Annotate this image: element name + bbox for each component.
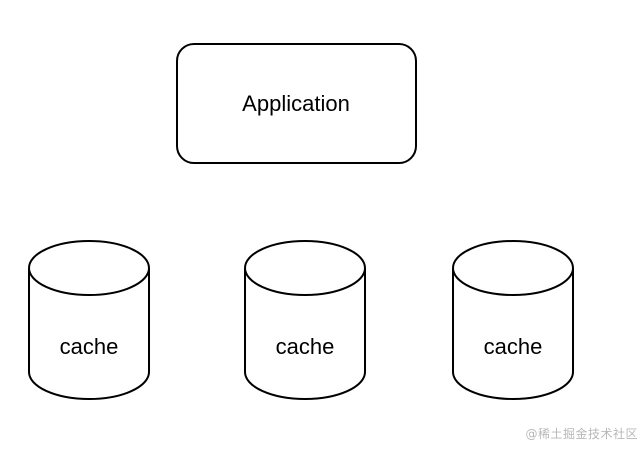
cache-cylinder-body [28, 268, 150, 400]
cache-cylinder-top [452, 240, 574, 296]
cache-label: cache [60, 334, 119, 359]
cache-cylinder-body [244, 268, 366, 400]
cache-label: cache [484, 334, 543, 359]
cache-cylinder-body [452, 268, 574, 400]
cache-node-1: cache [28, 240, 150, 400]
application-label: Application [242, 91, 350, 116]
cache-cylinder-top [28, 240, 150, 296]
application-node: Application [176, 43, 417, 164]
cache-node-3: cache [452, 240, 574, 400]
application-box [176, 43, 417, 164]
cache-cylinder-top [244, 240, 366, 296]
cache-node-2: cache [244, 240, 366, 400]
watermark: @稀土掘金技术社区 [525, 427, 638, 441]
cache-label: cache [276, 334, 335, 359]
